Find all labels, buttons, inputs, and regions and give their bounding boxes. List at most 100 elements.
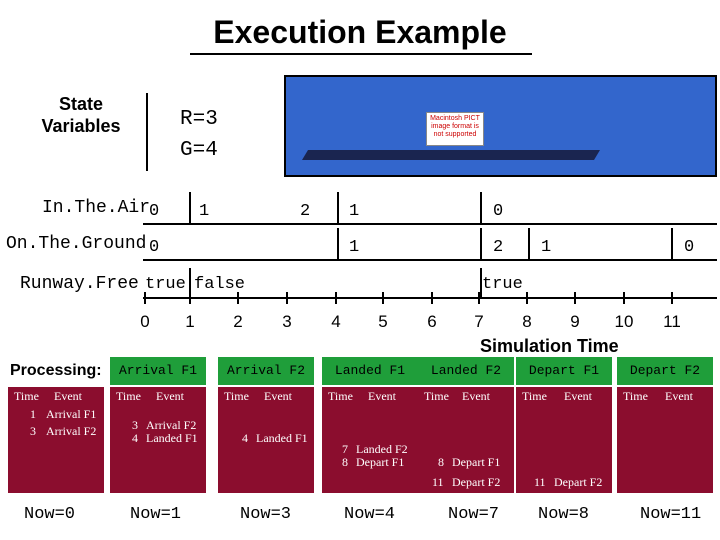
event-time: 11 <box>534 475 546 489</box>
timeline-ticks <box>144 292 673 304</box>
event-time: 7 <box>342 442 348 456</box>
runway-free-value: false <box>194 275 246 294</box>
event-name: Depart F1 <box>452 455 501 469</box>
runway-free-value: true <box>145 275 186 294</box>
event-name: Arrival F1 <box>46 407 97 421</box>
event-time: 8 <box>342 455 348 469</box>
event-time: 1 <box>30 407 36 421</box>
event-name: Arrival F2 <box>146 418 197 432</box>
in-the-air-value: 1 <box>349 202 360 221</box>
tick-label: 5 <box>378 312 388 331</box>
processing-label: Processing: <box>10 362 102 379</box>
now-label: Now=4 <box>344 505 396 524</box>
event-name: Depart F2 <box>554 475 603 489</box>
event-name: Arrival F2 <box>46 424 97 438</box>
now-label: Now=1 <box>130 505 182 524</box>
tick-label: 9 <box>570 312 580 331</box>
event-header: Arrival F1 <box>110 357 206 385</box>
state-label-line1: State <box>58 94 103 114</box>
tick-label: 3 <box>282 312 292 331</box>
event-header: Arrival F2 <box>218 357 314 385</box>
in-the-air-value: 2 <box>300 202 311 221</box>
event-name: Landed F1 <box>256 431 308 445</box>
row-label-on-the-ground: On.The.Ground <box>6 234 147 254</box>
in-the-air-divider <box>480 192 482 225</box>
tick-label: 10 <box>614 312 634 331</box>
tick-label: 8 <box>522 312 532 331</box>
event-time: 11 <box>432 475 444 489</box>
event-header: Depart F2 <box>617 357 713 385</box>
r-value: R=3 <box>180 108 218 131</box>
timeline-axis <box>143 297 717 299</box>
on-the-ground-value: 1 <box>541 238 552 257</box>
event-column-header: Event <box>54 389 82 403</box>
time-column-header: Time <box>522 389 547 403</box>
on-the-ground-value: 0 <box>684 238 695 257</box>
row-label-in-the-air: In.The.Air <box>42 198 151 218</box>
row-label-runway-free: Runway.Free <box>20 274 139 294</box>
runway-free-divider <box>480 268 482 298</box>
runway-animation-panel <box>284 75 717 177</box>
on-the-ground-divider <box>528 228 530 261</box>
title-underline <box>190 53 532 55</box>
tick-label: 0 <box>140 312 150 331</box>
now-label: Now=11 <box>640 505 702 524</box>
event-header: Landed F1 <box>322 357 418 385</box>
event-list: Time Event 7 Landed F2 8 Depart F1 <box>322 387 418 493</box>
runway-free-value: true <box>482 275 523 294</box>
event-list: Time Event 3 Arrival F2 4 Landed F1 <box>110 387 206 493</box>
event-column-header: Event <box>368 389 396 403</box>
tick-label: 6 <box>427 312 437 331</box>
on-the-ground-value: 2 <box>493 238 504 257</box>
time-column-header: Time <box>424 389 449 403</box>
time-column-header: Time <box>328 389 353 403</box>
tick-label: 1 <box>185 312 195 331</box>
on-the-ground-value: 0 <box>149 238 160 257</box>
tick-label: 2 <box>233 312 243 331</box>
event-header: Depart F1 <box>516 357 612 385</box>
event-name: Depart F1 <box>356 455 405 469</box>
in-the-air-value: 1 <box>199 202 210 221</box>
event-column-header: Event <box>462 389 490 403</box>
now-label: Now=3 <box>240 505 292 524</box>
time-column-header: Time <box>224 389 249 403</box>
in-the-air-divider <box>189 192 191 225</box>
event-list: Time Event <box>617 387 713 493</box>
on-the-ground-baseline <box>143 259 717 261</box>
on-the-ground-value: 1 <box>349 238 360 257</box>
now-label: Now=7 <box>448 505 500 524</box>
in-the-air-value: 0 <box>149 202 160 221</box>
event-time: 4 <box>242 431 248 445</box>
state-label-line2: Variables <box>41 116 121 136</box>
time-column-header: Time <box>623 389 648 403</box>
state-variables-label: State Variables <box>30 93 132 137</box>
pict-placeholder: Macintosh PICT image format is not suppo… <box>426 112 484 146</box>
event-list: Time Event 11 Depart F2 <box>516 387 612 493</box>
state-bracket <box>146 93 148 171</box>
page-title: Execution Example <box>213 14 507 50</box>
event-column-header: Event <box>665 389 693 403</box>
tick-label: 11 <box>663 312 681 331</box>
event-time: 8 <box>438 455 444 469</box>
tick-label: 4 <box>331 312 341 331</box>
g-value: G=4 <box>180 139 218 162</box>
time-column-header: Time <box>116 389 141 403</box>
in-the-air-baseline <box>143 223 717 225</box>
on-the-ground-divider <box>480 228 482 261</box>
event-name: Depart F2 <box>452 475 501 489</box>
event-list: Time Event 4 Landed F1 <box>218 387 314 493</box>
event-list: Time Event 1 Arrival F1 3 Arrival F2 <box>8 387 104 493</box>
event-column-header: Event <box>156 389 184 403</box>
event-column-header: Event <box>564 389 592 403</box>
simulation-time-label: Simulation Time <box>480 336 619 356</box>
in-the-air-divider <box>337 192 339 225</box>
event-name: Landed F2 <box>356 442 408 456</box>
event-header: Landed F2 <box>418 357 514 385</box>
now-label: Now=0 <box>24 505 76 524</box>
event-time: 3 <box>132 418 138 432</box>
in-the-air-value: 0 <box>493 202 504 221</box>
event-column-header: Event <box>264 389 292 403</box>
event-list: Time Event 8 Depart F1 11 Depart F2 <box>418 387 514 493</box>
runway-free-divider <box>189 268 191 298</box>
event-time: 3 <box>30 424 36 438</box>
